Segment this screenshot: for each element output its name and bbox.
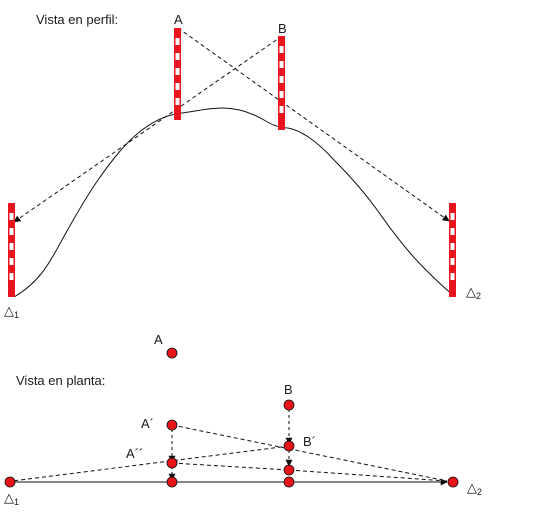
profile-label-d2: △2 bbox=[466, 284, 481, 301]
plan-point-d2 bbox=[447, 476, 459, 488]
plan-point-b bbox=[283, 399, 295, 411]
sight-line-a-to-d2 bbox=[177, 27, 450, 222]
plan-point-d1 bbox=[4, 476, 16, 488]
rod-a bbox=[174, 28, 181, 120]
plan-label-b1: B´ bbox=[303, 434, 316, 449]
rod-b bbox=[278, 36, 285, 130]
rod-d2 bbox=[449, 203, 456, 297]
plan-point-a1 bbox=[166, 419, 178, 431]
sight-line-b-to-d1 bbox=[13, 35, 283, 223]
rod-d1 bbox=[8, 203, 15, 297]
plan-point-b2 bbox=[283, 464, 295, 476]
plan-label-d2: △2 bbox=[467, 480, 482, 497]
plan-line-b2-to-d2 bbox=[288, 469, 448, 482]
plan-label-a1: A´ bbox=[141, 416, 154, 431]
plan-point-b1 bbox=[283, 440, 295, 452]
plan-point-a2 bbox=[166, 457, 178, 469]
profile-label-d1: △1 bbox=[4, 303, 19, 320]
plan-label-a: A bbox=[154, 332, 163, 347]
plan-point-a-base bbox=[166, 476, 178, 488]
plan-point-a bbox=[166, 347, 178, 359]
plan-label-d1: △1 bbox=[4, 490, 19, 507]
profile-title: Vista en perfil: bbox=[36, 12, 118, 27]
plan-point-b-base bbox=[283, 476, 295, 488]
terrain-profile bbox=[13, 107, 453, 298]
plan-label-a2: A´´ bbox=[126, 446, 143, 461]
plan-line-a2-to-b2 bbox=[171, 462, 290, 471]
plan-line-b1-to-d1 bbox=[11, 445, 290, 482]
plan-label-b: B bbox=[284, 382, 293, 397]
plan-line-a1-to-d2 bbox=[171, 424, 448, 482]
plan-title: Vista en planta: bbox=[16, 373, 105, 388]
profile-label-a: A bbox=[174, 12, 183, 27]
profile-label-b: B bbox=[278, 21, 287, 36]
